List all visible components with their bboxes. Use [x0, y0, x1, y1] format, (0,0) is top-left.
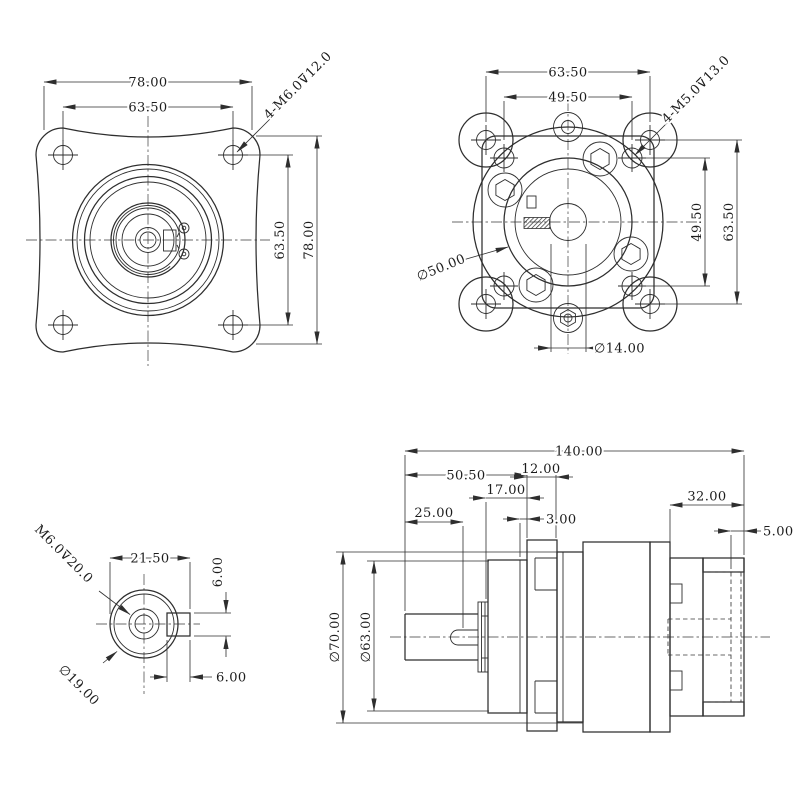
rear-dimensions: 63.50 49.50 49.50 63.50 4-M5.0⊽13.0 ∅50.… [413, 51, 742, 359]
dim-front-bolt-spacing-h: 63.50 [128, 101, 167, 116]
callout-shaft-dia: ∅19.00 [55, 662, 102, 709]
dim-side-body-dia: ∅70.00 [328, 612, 343, 663]
shaft-dimensions: 21.50 6.00 6.00 M6.0⊽20.0 ∅19.00 [29, 520, 248, 711]
dim-shaft-flat-length: 6.00 [216, 671, 247, 686]
dim-front-width-outer: 78.00 [128, 76, 167, 91]
dim-side-rear-length: 32.00 [687, 490, 726, 505]
rear-cover [667, 557, 745, 717]
callout-front-threads: 4-M6.0⊽12.0 [261, 49, 335, 123]
dim-rear-height-outer: 63.50 [722, 202, 737, 241]
dim-side-plate-thickness: 5.00 [763, 525, 794, 540]
dim-rear-width-outer: 63.50 [548, 66, 587, 81]
keyway-slot [523, 217, 551, 229]
mounting-flange [526, 539, 558, 732]
front-flange-view: 78.00 63.50 63.50 78.00 4-M6.0⊽12.0 [26, 47, 337, 366]
dim-side-shaft-length: 25.00 [414, 506, 453, 521]
dim-rear-bolt-spacing-h: 49.50 [548, 91, 587, 106]
front-dimensions: 78.00 63.50 63.50 78.00 4-M6.0⊽12.0 [43, 47, 337, 345]
callout-rear-pilot-dia: ∅50.00 [415, 252, 468, 285]
output-shaft [404, 613, 478, 661]
shaft-flat-tab [166, 612, 191, 637]
dim-shaft-flat-span: 21.50 [130, 552, 169, 567]
callout-shaft-tap: M6.0⊽20.0 [31, 522, 95, 586]
dim-side-housing-dia: ∅63.00 [359, 612, 374, 663]
dim-rear-bolt-spacing-v: 49.50 [690, 202, 705, 241]
side-view: 140.00 50.50 12.00 17.00 3.00 25.00 [326, 443, 795, 733]
gear-housing [487, 559, 528, 714]
rear-hex-screws [487, 112, 649, 333]
side-dimensions: 140.00 50.50 12.00 17.00 3.00 25.00 [326, 443, 795, 724]
rear-corner-holes [490, 144, 646, 300]
dim-side-overall-length: 140.00 [555, 445, 603, 460]
callout-rear-threads: 4-M5.0⊽13.0 [659, 53, 733, 127]
dim-side-flange-thickness: 12.00 [521, 462, 560, 477]
rear-flange-view: 63.50 49.50 49.50 63.50 4-M5.0⊽13.0 ∅50.… [413, 51, 742, 359]
dim-front-height-outer: 78.00 [302, 220, 317, 259]
dim-side-step: 3.00 [546, 513, 577, 528]
dim-front-bolt-spacing-v: 63.50 [273, 220, 288, 259]
dim-shaft-flat-height: 6.00 [211, 557, 226, 588]
dim-rear-bore-dia: ∅14.00 [594, 342, 645, 357]
shaft-end-view: 21.50 6.00 6.00 M6.0⊽20.0 ∅19.00 [29, 520, 248, 711]
dim-side-boss-length: 17.00 [486, 483, 525, 498]
front-bolt-holes [48, 140, 248, 340]
dim-side-front-length: 50.50 [446, 469, 485, 484]
